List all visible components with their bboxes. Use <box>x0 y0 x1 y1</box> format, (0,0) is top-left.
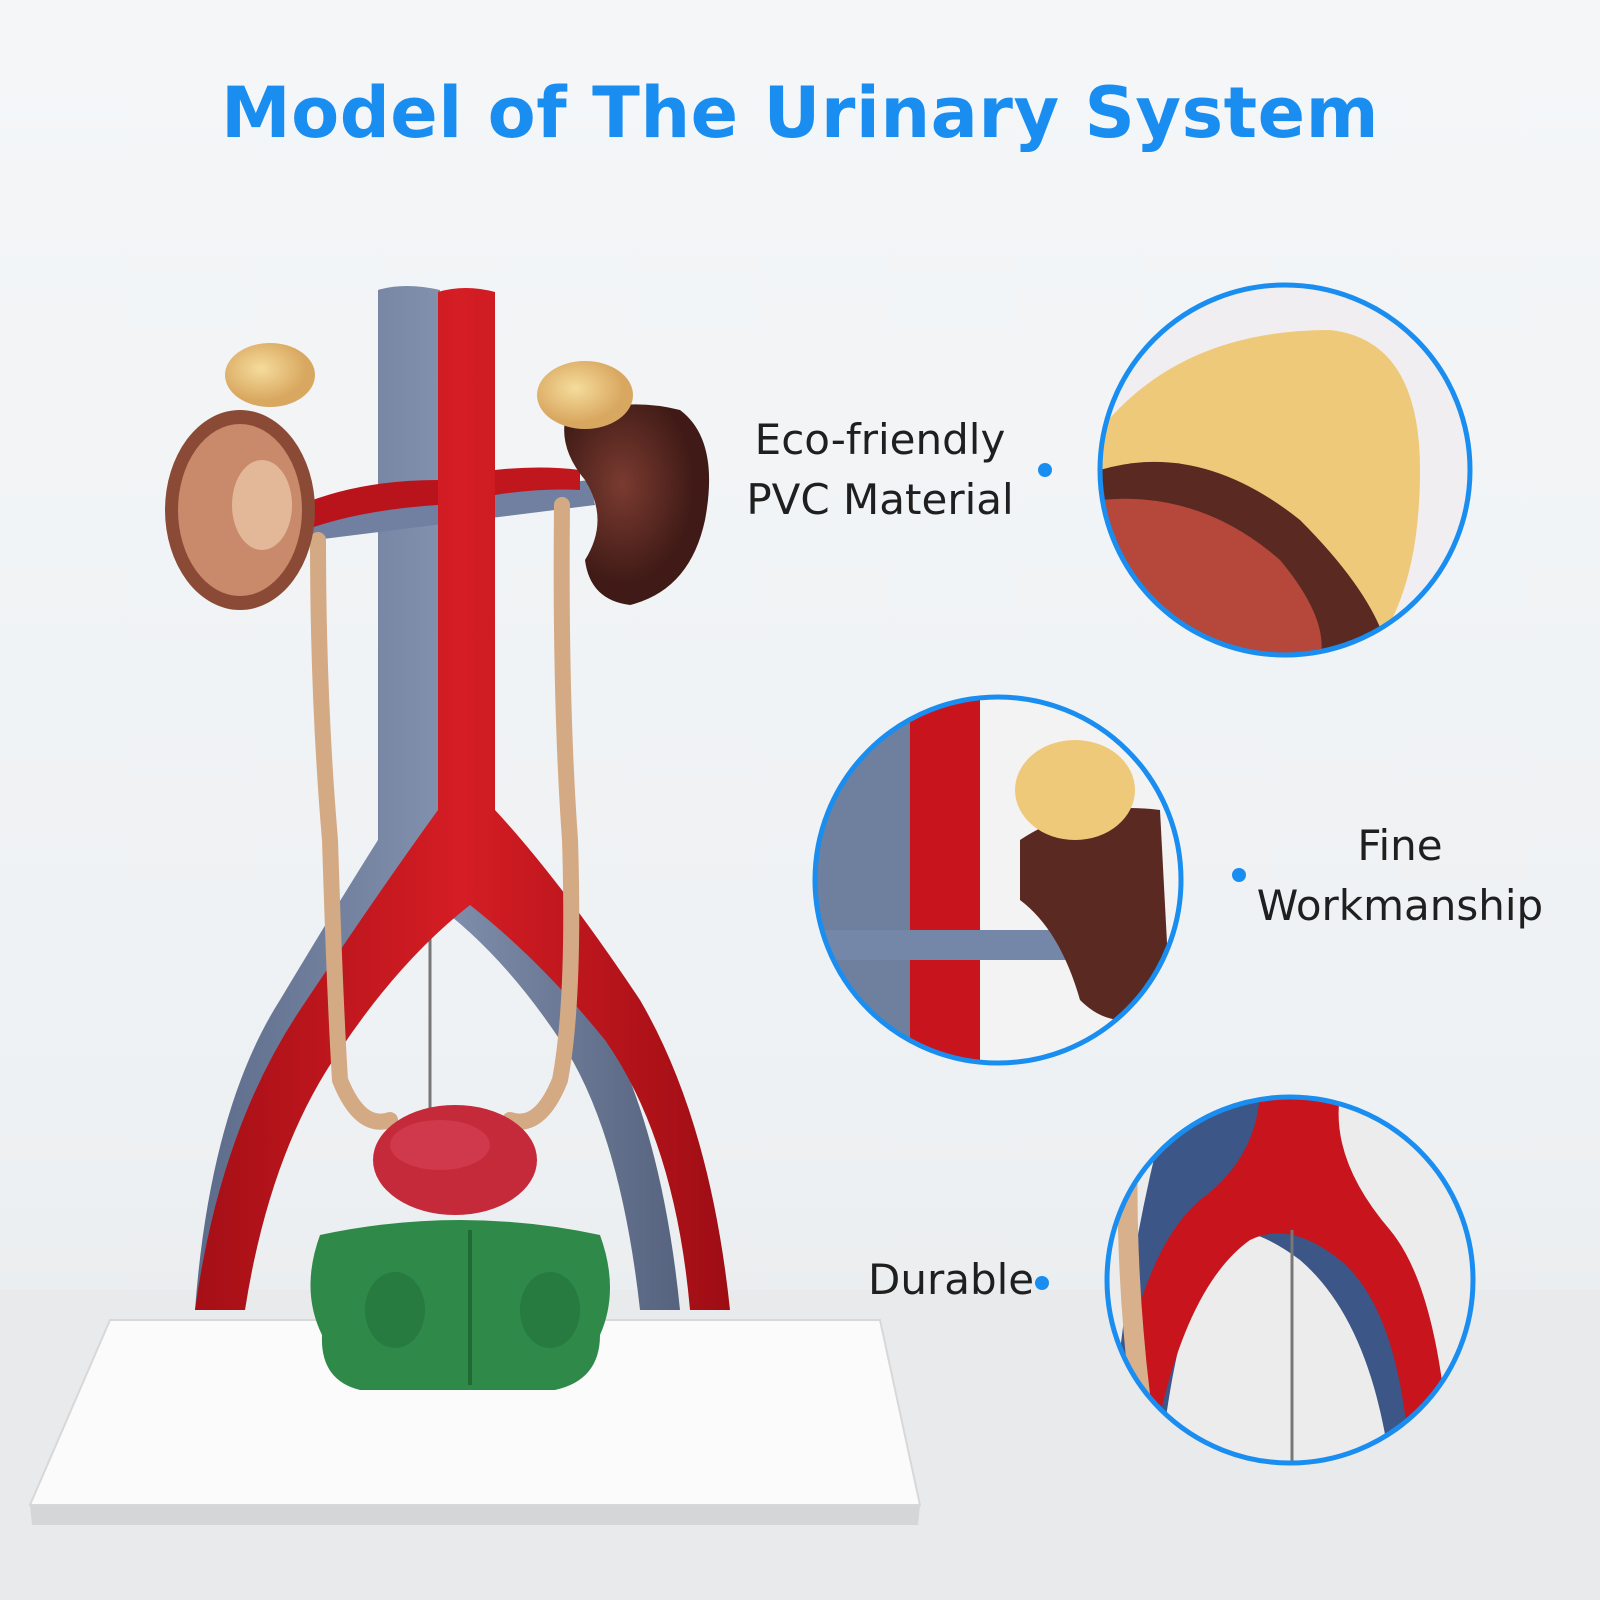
bullet-dot-icon <box>1038 463 1052 477</box>
feature-fine-workmanship: Fine Workmanship <box>1250 816 1550 936</box>
zoom-circle-vessels <box>815 697 1181 1063</box>
zoom-ring-3 <box>1104 1094 1476 1466</box>
feature-durable: Durable <box>868 1255 1035 1304</box>
feature-eco-friendly: Eco-friendly PVC Material <box>740 410 1020 530</box>
zoom-circle-adrenal <box>1100 285 1470 655</box>
left-adrenal-gland <box>225 343 315 407</box>
zoom-ring-2 <box>812 694 1184 1066</box>
bullet-dot-icon <box>1035 1276 1049 1290</box>
page-title: Model of The Urinary System <box>220 72 1380 154</box>
left-kidney <box>165 343 315 610</box>
feature-fine-line2: Workmanship <box>1256 881 1544 930</box>
vena-cava <box>195 286 680 1310</box>
feature-eco-line2: PVC Material <box>746 475 1014 524</box>
pelvic-floor <box>310 1220 610 1390</box>
bullet-dot-icon <box>1232 868 1246 882</box>
feature-fine-line1: Fine <box>1357 821 1443 870</box>
right-adrenal-gland <box>537 361 633 429</box>
zoom-ring-1 <box>1097 282 1473 658</box>
model-base <box>28 1319 922 1525</box>
feature-eco-line1: Eco-friendly <box>754 415 1006 464</box>
aorta <box>195 288 730 1310</box>
ureters <box>310 497 580 1130</box>
zoom-circle-bifurcation <box>1107 1097 1473 1463</box>
right-kidney <box>537 361 710 605</box>
